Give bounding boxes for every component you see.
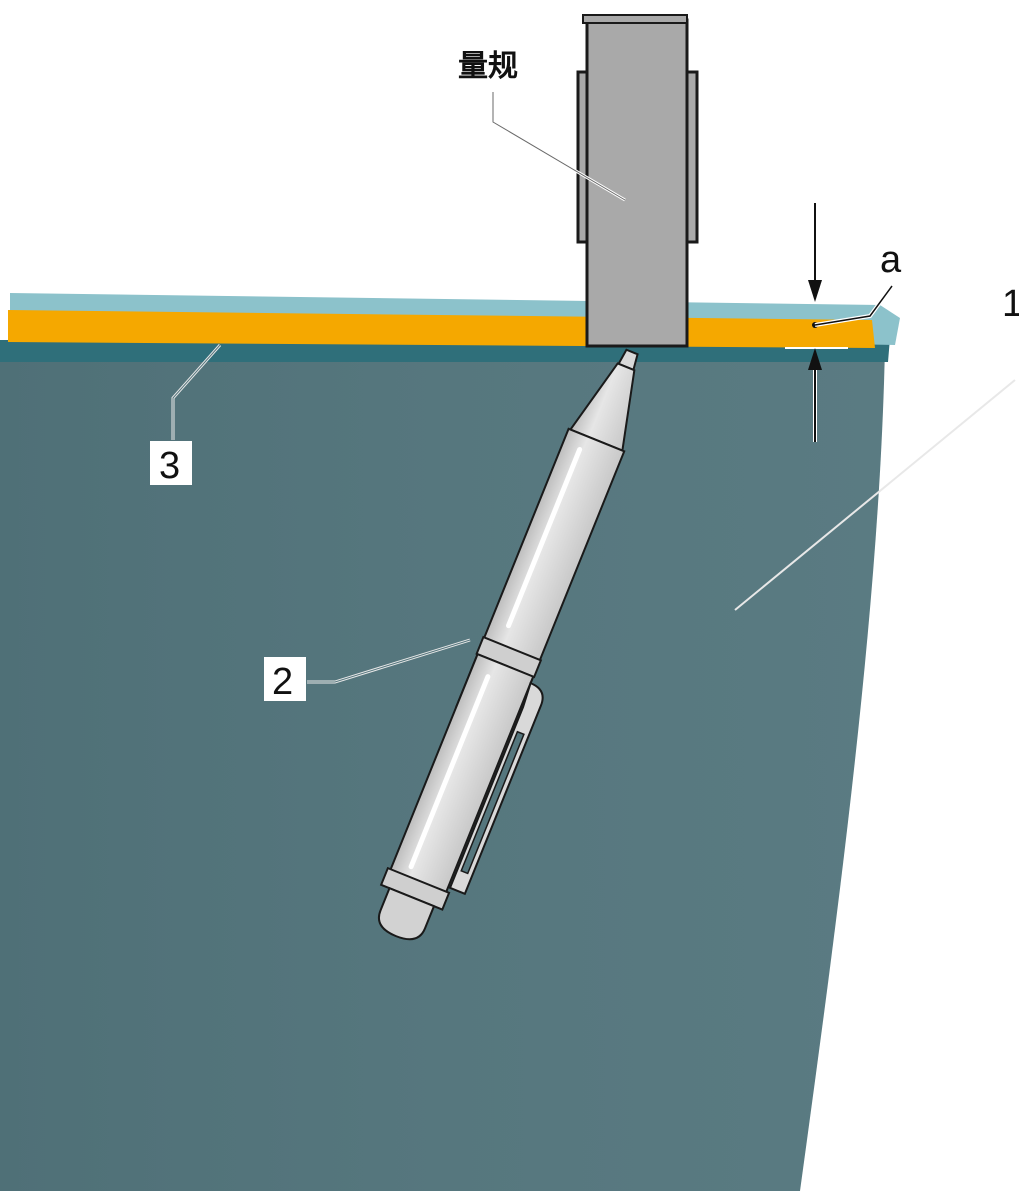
dimension-arrow-top-head [808, 280, 822, 302]
leader-lines [171, 92, 1016, 684]
dimension-leader-inner [814, 285, 893, 326]
dimension-arrows-icon [785, 301, 848, 349]
pen-highlight-upper [505, 446, 583, 629]
leader-gauge-inner [492, 92, 626, 201]
leader-part-3-inner [172, 344, 221, 440]
pen-clip-slot [460, 730, 525, 875]
leader-part-2-inner [307, 639, 471, 683]
gauge-body [585, 18, 689, 348]
gauge-label: 量规 [458, 49, 518, 84]
dimension-arrows [808, 203, 894, 442]
part-label-1: 1 [1002, 283, 1019, 325]
label-box-2 [264, 657, 306, 701]
part-label-2: 2 [272, 661, 293, 703]
gauge-block [576, 14, 699, 348]
leader-part-1 [734, 379, 1016, 611]
dimension-label: a [880, 239, 902, 281]
pen-end-cap [377, 886, 436, 941]
gauge-cap [582, 14, 688, 24]
part-label-3: 3 [159, 445, 180, 487]
label-box-3 [150, 441, 192, 485]
marker-pen-icon [377, 348, 639, 941]
pen-highlight-lower [408, 674, 491, 870]
dimension-arrow-bottom-head [808, 348, 822, 370]
